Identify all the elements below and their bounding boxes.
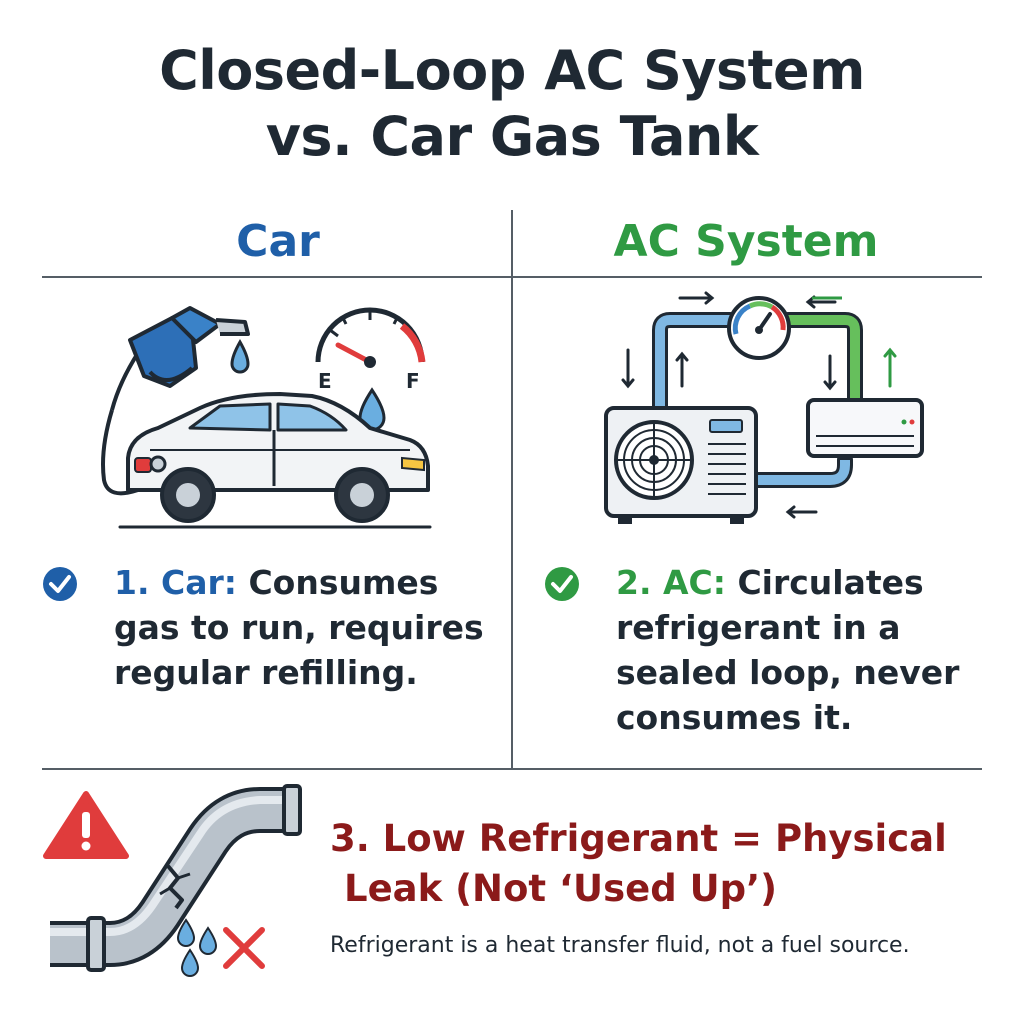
outdoor-unit-icon — [604, 406, 758, 524]
check-icon — [43, 567, 77, 601]
car-point-lead: 1. Car: — [114, 563, 237, 602]
ac-point: 2. AC: Circulates refrigerant in a seale… — [544, 560, 984, 740]
ac-column-heading: AC System — [613, 216, 879, 267]
leak-title-line-2: Leak (Not ‘Used Up’) — [344, 867, 778, 910]
section-divider — [42, 768, 982, 770]
leak-illustration — [43, 784, 302, 977]
ac-illustration — [604, 291, 924, 524]
fuel-gauge-icon: E F — [315, 307, 426, 393]
gauge-full-label: F — [406, 369, 420, 393]
x-mark-icon — [223, 927, 265, 969]
column-divider — [511, 210, 513, 768]
ac-point-text: Circulates refrigerant in a sealed loop,… — [616, 563, 960, 737]
leak-subtitle: Refrigerant is a heat transfer fluid, no… — [330, 933, 910, 958]
check-icon — [545, 567, 579, 601]
car-icon — [126, 392, 430, 523]
warning-icon — [43, 791, 129, 859]
leak-title-line-1: 3. Low Refrigerant = Physical — [330, 817, 947, 860]
ac-point-lead: 2. AC: — [616, 563, 726, 602]
cracked-pipe-icon — [50, 784, 302, 972]
car-illustration: E F — [101, 306, 432, 529]
title-line-1: Closed-Loop AC System — [159, 39, 865, 102]
leak-title: 3. Low Refrigerant = Physical Leak (Not … — [330, 814, 1010, 914]
car-column-heading: Car — [236, 216, 320, 267]
car-point-text: Consumes gas to run, requires regular re… — [114, 563, 484, 692]
page-title: Closed-Loop AC System vs. Car Gas Tank — [0, 38, 1024, 170]
gauge-icon — [727, 296, 791, 360]
gauge-empty-label: E — [318, 369, 332, 393]
car-point: 1. Car: Consumes gas to run, requires re… — [42, 560, 502, 700]
indoor-unit-icon — [806, 398, 924, 458]
fuel-nozzle-icon — [101, 306, 250, 496]
title-line-2: vs. Car Gas Tank — [265, 105, 759, 168]
